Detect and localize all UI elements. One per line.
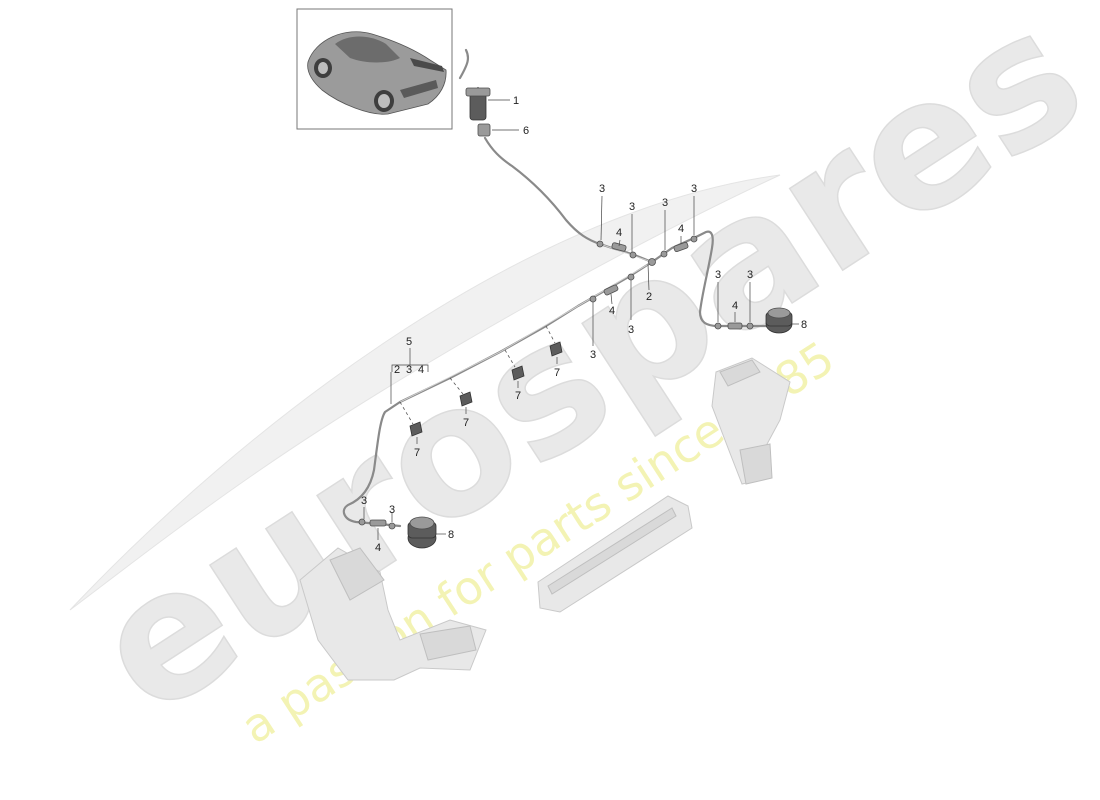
callout-7: 7 xyxy=(463,417,469,429)
leader-lines xyxy=(363,99,799,540)
callout-8: 8 xyxy=(448,529,454,541)
callout-3: 3 xyxy=(691,183,697,195)
callout-4: 4 xyxy=(732,300,738,312)
part-8-actuator-left xyxy=(407,516,437,549)
callout-3: 3 xyxy=(747,269,753,281)
callout-3: 3 xyxy=(406,364,412,376)
callout-3: 3 xyxy=(629,201,635,213)
part-1-valve xyxy=(465,87,491,121)
callout-2: 2 xyxy=(394,364,400,376)
callout-3: 3 xyxy=(662,197,668,209)
vehicle-thumbnail xyxy=(296,8,453,130)
callout-4: 4 xyxy=(678,223,684,235)
car-image xyxy=(307,31,447,115)
watermark-brand: eurospares xyxy=(60,0,1100,755)
hose-branch-right xyxy=(650,230,770,328)
ghost-muffler-right xyxy=(711,357,791,485)
callout-4: 4 xyxy=(375,542,381,554)
watermark: eurospares a passion for parts since 198… xyxy=(59,0,1100,756)
callout-3: 3 xyxy=(590,349,596,361)
callout-3: 3 xyxy=(599,183,605,195)
callout-6: 6 xyxy=(523,125,529,137)
part-7-holders xyxy=(409,341,563,437)
callout-3: 3 xyxy=(389,504,395,516)
part-6-connector xyxy=(477,123,491,137)
watermark-swoosh xyxy=(69,174,781,611)
callout-7: 7 xyxy=(554,367,560,379)
callout-3: 3 xyxy=(628,324,634,336)
callout-1: 1 xyxy=(513,95,519,107)
callout-4: 4 xyxy=(616,227,622,239)
callout-2: 2 xyxy=(646,291,652,303)
callout-3: 3 xyxy=(715,269,721,281)
ghost-muffler-left xyxy=(299,547,487,681)
callout-4: 4 xyxy=(609,305,615,317)
callout-3: 3 xyxy=(361,495,367,507)
callout-7: 7 xyxy=(515,390,521,402)
callout-8: 8 xyxy=(801,319,807,331)
callout-7: 7 xyxy=(414,447,420,459)
callout-labels: 1 6 3 3 3 3 4 4 2 4 3 3 3 3 4 8 5 2 3 4 … xyxy=(361,95,807,554)
assembly-lines xyxy=(399,325,556,425)
callout-5: 5 xyxy=(406,336,412,348)
part-8-actuator-right xyxy=(765,307,793,334)
ghost-center-silencer xyxy=(537,495,693,613)
callout-4: 4 xyxy=(418,364,424,376)
joint-parts xyxy=(358,235,754,530)
